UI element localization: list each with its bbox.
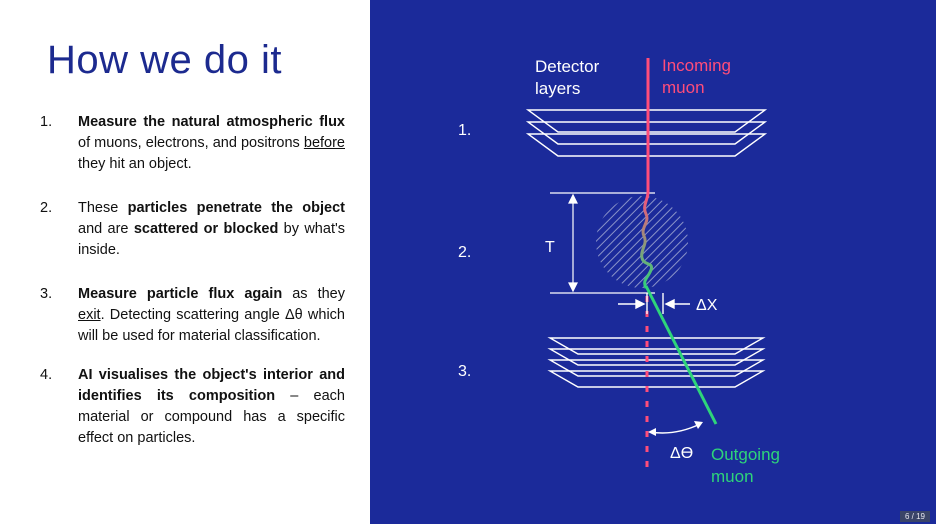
step-text-part: . Detecting scattering angle Δθ which wi… (78, 307, 345, 344)
step-text-part: they hit an object. (78, 156, 192, 172)
hatched-object (596, 196, 688, 288)
page-number: 6 / 19 (899, 511, 930, 522)
text-panel: How we do it 1. Measure the natural atmos… (0, 0, 370, 524)
detector-label-line2: layers (535, 79, 580, 98)
step-item: 1. Measure the natural atmospheric flux o… (40, 112, 345, 175)
incoming-label-line1: Incoming (662, 56, 731, 75)
scattering-path (640, 191, 654, 289)
step-item: 2. These particles penetrate the object a… (40, 198, 345, 261)
delta-theta-arc (649, 423, 701, 434)
outgoing-label-line2: muon (711, 467, 754, 486)
step-text-part: AI visualises the object's interior and … (78, 367, 345, 404)
delta-x-marker (618, 293, 690, 314)
diagram-panel: Detector layers Incoming muon 1. 2. 3. (370, 0, 936, 524)
step-text-part: Measure particle flux again (78, 286, 283, 302)
top-detector-layers (525, 109, 768, 157)
slide-title: How we do it (47, 38, 282, 82)
layer-label-2: 2. (458, 244, 471, 261)
outgoing-muon-track (644, 285, 718, 425)
thickness-label: T (545, 239, 555, 256)
step-text-part: – each material or compound has a specif… (78, 388, 345, 446)
step-text-part: and are (78, 221, 134, 237)
step-text-part: Measure the natural atmospheric flux (78, 114, 345, 130)
delta-theta-label: Δϴ (670, 445, 693, 462)
layer-label-1: 1. (458, 122, 471, 139)
steps-list: 1. Measure the natural atmospheric flux o… (40, 112, 345, 449)
layer-label-3: 3. (458, 363, 471, 380)
delta-theta-arrow-left (648, 428, 656, 436)
step-item: 3. Measure particle flux again as they ex… (40, 284, 345, 347)
step-text-part: These (78, 200, 128, 216)
step-text-part: as they (282, 286, 345, 302)
step-text-part: scattered or blocked (133, 221, 279, 237)
step-text-part: of muons, electrons, and positrons (78, 135, 304, 151)
muon-scattering-diagram: Detector layers Incoming muon 1. 2. 3. (458, 56, 780, 486)
step-text-part: particles penetrate the object (127, 200, 345, 216)
delta-x-label: ΔX (696, 297, 718, 314)
step-text-part: by what's inside. (78, 221, 345, 258)
outgoing-label-line1: Outgoing (711, 445, 780, 464)
delta-theta-arrow-right (694, 421, 703, 429)
step-number: 3. (40, 286, 53, 302)
step-number: 4. (40, 367, 53, 383)
step-item: 4. AI visualises the object's interior an… (40, 365, 345, 449)
bottom-detector-layers (547, 337, 766, 388)
detector-label-line1: Detector (535, 57, 600, 76)
step-number: 2. (40, 200, 53, 216)
step-number: 1. (40, 114, 53, 130)
thickness-bracket (550, 192, 655, 294)
incoming-label-line2: muon (662, 78, 705, 97)
step-text-part: before (303, 135, 345, 151)
step-text-part: exit (78, 307, 101, 323)
